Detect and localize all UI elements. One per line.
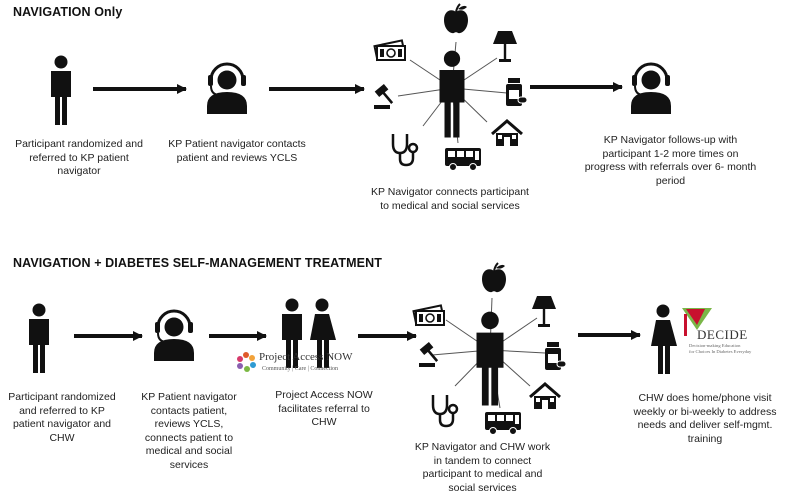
caption-line: Participant randomized and (15, 138, 143, 150)
caption-line: Project Access NOW (275, 389, 373, 401)
caption-line: CHW (49, 431, 75, 444)
caption-line: progress with referrals over 6- month (584, 161, 757, 173)
apple-icon (443, 3, 469, 35)
house-icon (528, 382, 562, 411)
caption-line: referred to KP patient (29, 151, 129, 164)
house-icon (490, 119, 524, 148)
decide-logo-tagline-1: Decision-making Education (689, 343, 741, 348)
caption-line: contacts patient, (150, 404, 228, 417)
money-icon (373, 39, 406, 61)
caption-line: weekly or bi-weekly to address (633, 405, 777, 418)
caption-line: Participant randomized (8, 391, 116, 403)
female-chw-icon (651, 304, 677, 374)
headset-agent-icon (205, 62, 249, 116)
caption-line: CHW does home/phone visit (638, 392, 772, 404)
decide-logo-tagline-2: for Choices In Diabetes Everyday (689, 349, 752, 354)
services-hub-2 (412, 262, 567, 435)
caption-line: KP Navigator follows-up with (603, 134, 738, 146)
bus-icon (484, 411, 522, 435)
decide-logo: DECIDE Decision-making Education for Cho… (682, 308, 752, 354)
caption-line: CHW (311, 416, 337, 428)
pan-logo-tagline: Community | Care | Connection (262, 366, 338, 372)
caption-line: patient navigator and (12, 418, 112, 430)
services-hub (373, 3, 528, 171)
caption-line: participant to medical and (422, 468, 543, 480)
stethoscope-icon (431, 393, 459, 428)
caption-line: services (169, 458, 209, 471)
lamp-icon (532, 296, 556, 327)
caption-line: KP Patient navigator contacts (168, 138, 306, 150)
person-icon (439, 50, 465, 138)
section1-title: NAVIGATION Only (13, 5, 123, 19)
headset-agent-icon (629, 62, 673, 116)
medicine-bottle-icon (544, 341, 567, 371)
caption-line: KP Navigator and CHW work (414, 441, 551, 453)
caption-line: KP Navigator connects participant (371, 186, 529, 198)
stethoscope-icon (391, 132, 419, 167)
money-icon (412, 304, 445, 326)
pan-logo-name: Project Access NOW (259, 351, 353, 363)
caption-line: social services (448, 481, 517, 494)
person-icon (51, 55, 71, 125)
person-icon (476, 311, 504, 406)
headset-agent-icon (152, 309, 196, 363)
caption-line: to medical and social services (380, 199, 520, 212)
caption-line: reviews YCLS, (154, 418, 224, 430)
caption-line: in tandem to connect (433, 454, 532, 467)
caption-line: patient and reviews YCLS (176, 151, 298, 164)
gavel-icon (374, 83, 394, 109)
bus-icon (444, 147, 482, 171)
apple-icon (481, 262, 507, 294)
caption-line: needs and deliver self-mgmt. (637, 419, 773, 431)
project-access-now-logo: Project Access NOW Community | Care | Co… (237, 351, 353, 372)
section2-title: NAVIGATION + DIABETES SELF-MANAGEMENT TR… (13, 256, 382, 270)
decide-logo-name: DECIDE (697, 327, 748, 342)
caption-line: navigator (57, 165, 101, 177)
person-icon (29, 303, 49, 373)
caption-line: medical and social (145, 445, 233, 457)
caption-line: and referred to KP (19, 404, 105, 417)
medicine-bottle-icon (505, 77, 528, 107)
caption-line: KP Patient navigator (141, 391, 237, 403)
lamp-icon (493, 31, 517, 62)
caption-line: connects patient to (144, 431, 234, 444)
caption-line: facilitates referral to (278, 402, 370, 415)
caption-line: training (687, 432, 723, 445)
caption-line: participant 1-2 more times on (602, 147, 739, 160)
caption-line: period (655, 174, 686, 187)
